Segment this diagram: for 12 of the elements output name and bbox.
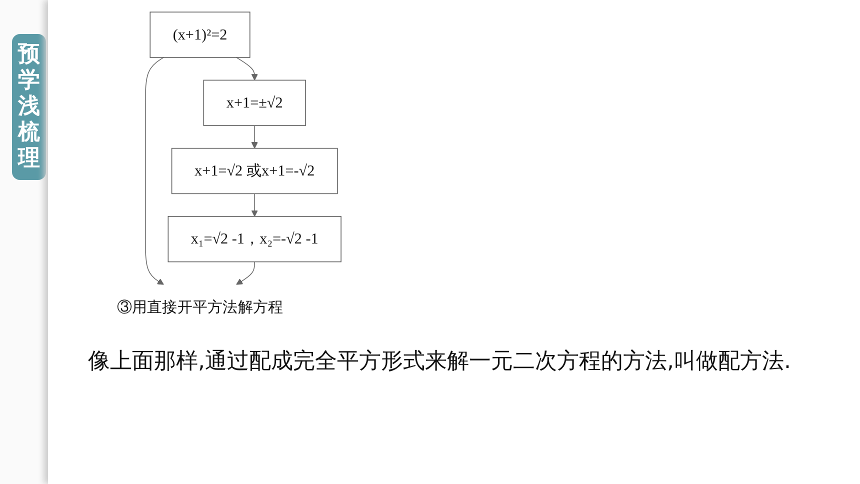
node-box: x₁=√2 -1，x₂=-√2 -1: [168, 216, 342, 262]
node-box: x+1=√2 或x+1=-√2: [171, 148, 338, 194]
arrow: [236, 57, 258, 80]
node-box: x+1=±√2: [203, 80, 306, 126]
node-text: ③用直接开平方法解方程: [116, 298, 284, 316]
paragraph: 像上面那样,通过配成完全平方形式来解一元二次方程的方法,叫做配方法.: [88, 348, 792, 376]
section-tab: 预学浅梳理: [12, 34, 46, 180]
arrow: [251, 125, 258, 149]
node-box: (x+1)²=2: [150, 12, 250, 58]
arrow: [145, 57, 164, 285]
arrow: [236, 261, 255, 285]
arrow: [251, 193, 258, 217]
